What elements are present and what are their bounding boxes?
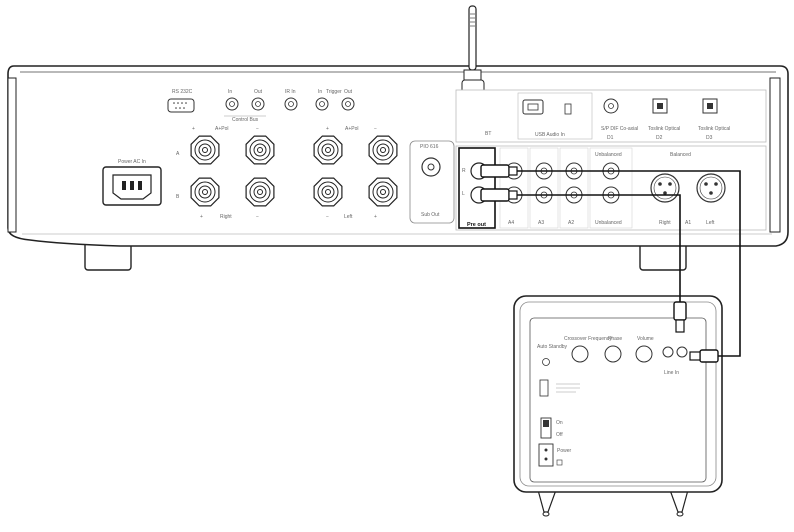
crossover-knob[interactable] [571, 345, 589, 363]
speaker-binding-post [190, 135, 220, 165]
speaker-binding-post [190, 177, 220, 207]
phase-knob[interactable] [604, 345, 622, 363]
usb-audio-label: USB Audio In [535, 132, 565, 138]
xlr-right-label: Right [659, 220, 671, 226]
speaker-binding-post [313, 177, 343, 207]
speaker-binding-post [368, 135, 398, 165]
d3-label: D3 [706, 135, 713, 141]
sub-out-label: Sub Out [421, 212, 440, 218]
crossover-label: Crossover Frequency [564, 336, 612, 342]
trigger-out-label: Out [344, 89, 353, 95]
spk-l-plus-top: + [326, 126, 329, 132]
control-bus-label: Control Bus [232, 117, 259, 123]
phase-switch[interactable] [539, 379, 549, 397]
speaker-binding-post [245, 177, 275, 207]
sub-power-label: Power [557, 448, 572, 454]
spdif-label: S/P DIF Co-axial [601, 126, 638, 132]
auto-standby-label: Auto Standby [537, 344, 568, 350]
toslink1-label: Toslink Optical [648, 126, 680, 132]
spk-l-minus-top: − [374, 126, 377, 132]
sub-on-label: On [556, 420, 563, 426]
sub-off-label: Off [556, 432, 563, 438]
bi-amp-label-2: A+Pol [345, 126, 358, 132]
control-out-label: Out [254, 89, 263, 95]
analog-panel: Pre out R L A4 A3 A2 [455, 145, 767, 231]
spk-minus-bottom: − [256, 214, 259, 220]
spk-l-minus-bottom: − [326, 214, 329, 220]
spk-l-plus-bottom: + [374, 214, 377, 220]
pre-out-r-label: R [462, 168, 466, 174]
spk-minus-top: − [256, 126, 259, 132]
toslink2-label: Toslink Optical [698, 126, 730, 132]
unbalanced-label: Unbalanced [595, 152, 622, 158]
sub-out-block: PIO 616 Sub Out [409, 140, 455, 224]
control-bus: In Out Control Bus [224, 89, 266, 123]
trigger-in-label: In [318, 89, 322, 95]
a2-label: A2 [568, 220, 574, 226]
speaker-binding-post [368, 177, 398, 207]
ir-in: IR In [284, 89, 298, 111]
standby-led [542, 358, 550, 366]
balanced-label: Balanced [670, 152, 691, 158]
trigger-label: Trigger [326, 89, 342, 95]
spk-plus-bottom: + [200, 214, 203, 220]
volume-knob[interactable] [635, 345, 653, 363]
d2-label: D2 [656, 135, 663, 141]
speaker-terminals-right: + A+Pol − A B + Right − [176, 126, 259, 220]
pio-label: PIO 616 [420, 144, 439, 150]
rs232-label: RS 232C [172, 89, 193, 95]
digital-panel: BT USB Audio In S/P DIF Co-axial D1 Tosl… [455, 89, 767, 143]
a3-label: A3 [538, 220, 544, 226]
power-inlet: Power AC In [102, 159, 162, 206]
amplifier: RS 232C In Out Control Bus IR In In Tri [7, 5, 789, 271]
pre-out-label: Pre out [467, 222, 486, 228]
control-in-label: In [228, 89, 232, 95]
spk-plus-top: + [192, 126, 195, 132]
bt-label: BT [485, 131, 491, 137]
subwoofer: Auto Standby Crossover Frequency Phase V… [513, 295, 723, 517]
xlr-left-label: Left [706, 220, 715, 226]
left-label: Left [344, 214, 353, 220]
trigger: In Trigger Out [315, 89, 355, 111]
d1-label: D1 [607, 135, 614, 141]
unbalanced-label-2: Unbalanced [595, 220, 622, 226]
speaker-binding-post [313, 135, 343, 165]
volume-label: Volume [637, 336, 654, 342]
sub-power-inlet [538, 443, 554, 467]
line-in-label: Line In [664, 370, 679, 376]
power-label: Power AC In [118, 159, 146, 165]
pre-out-l-label: L [462, 191, 465, 197]
ir-in-label: IR In [285, 89, 296, 95]
speaker-a-label: A [176, 151, 180, 157]
power-switch[interactable] [540, 417, 552, 439]
rs232-port: RS 232C [167, 89, 195, 113]
speaker-b-label: B [176, 194, 180, 200]
rca-cables [480, 164, 741, 363]
a1-label: A1 [685, 220, 691, 226]
right-label: Right [220, 214, 232, 220]
bi-amp-label: A+Pol [215, 126, 228, 132]
speaker-binding-post [245, 135, 275, 165]
a4-label: A4 [508, 220, 514, 226]
phase-label: Phase [608, 336, 622, 342]
